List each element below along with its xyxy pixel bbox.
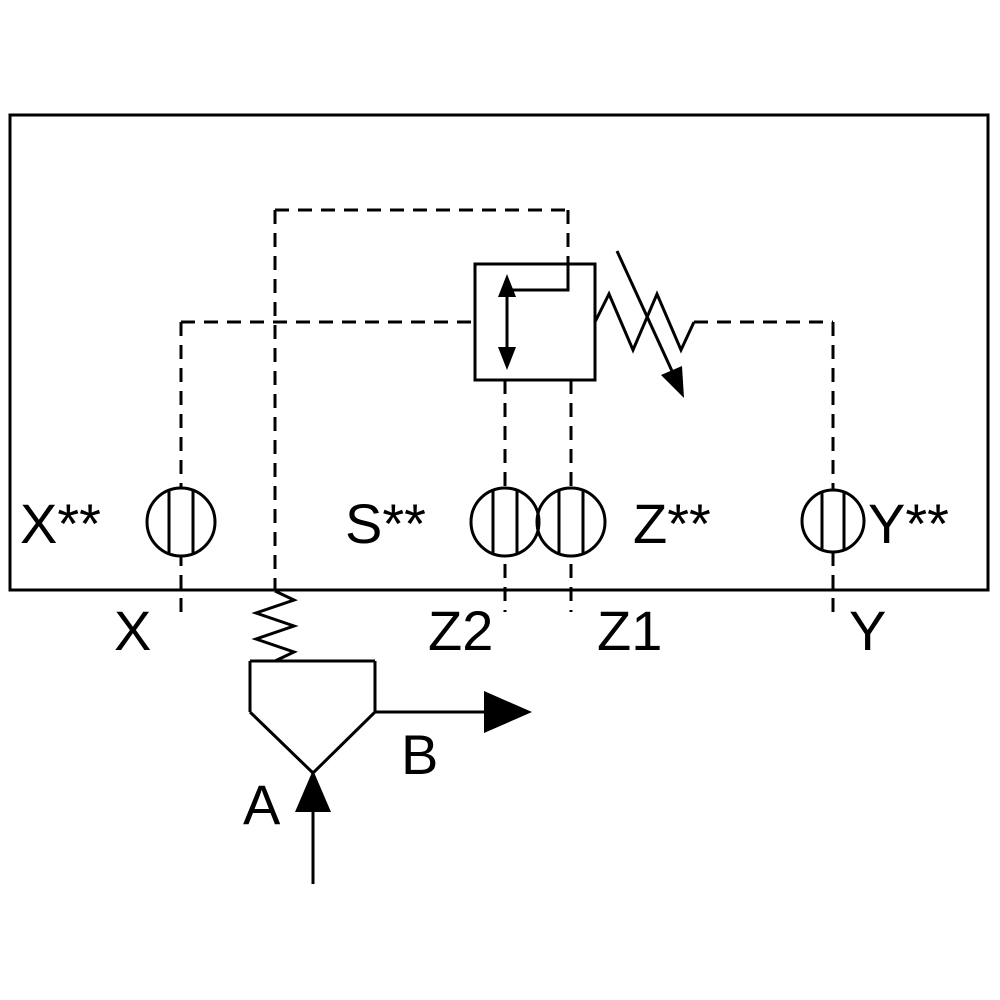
orifice-z2-circle [469,486,541,558]
label-orifice-y: Y** [868,492,949,555]
labels: X** S** Z** Y** X Z2 Z1 Y B A [20,492,949,836]
orifice-z1-circle [535,486,607,558]
orifice-x-circle [145,486,217,558]
label-port-z2: Z2 [428,599,493,662]
port-b-flow-arrow [375,691,532,733]
label-port-b: B [401,723,438,786]
relief-valve-arrowhead-down [498,347,516,370]
relief-valve-internal-passage [507,265,570,292]
label-port-y: Y [849,599,886,662]
label-port-a: A [243,773,281,836]
relief-valve-arrowhead-up [498,274,516,297]
label-orifice-z: Z** [633,492,711,555]
port-a-arrowhead [295,770,331,812]
port-b-arrowhead [484,691,532,733]
orifice-y-circle [800,488,866,554]
poppet-cone [248,710,377,776]
label-orifice-x: X** [20,492,101,555]
label-port-z1: Z1 [597,599,662,662]
orifice-z2-z1-symbol [469,486,607,558]
pilot-relief-valve-symbol [473,250,696,398]
orifice-z2-fill [471,488,539,556]
adjustment-arrow-shaft [615,250,674,372]
port-a-flow-arrow [295,770,331,884]
orifice-x-symbol [145,486,217,558]
label-port-x: X [114,599,151,662]
relief-valve-box [473,262,597,382]
housing-outline [8,113,990,592]
orifice-y-symbol [800,488,866,554]
main-valve-spring [251,589,299,663]
orifice-x-fill [147,488,215,556]
main-poppet-valve-symbol [248,589,377,776]
relief-valve-spring [593,290,696,354]
adjustment-arrowhead [661,366,684,398]
orifice-z1-fill [537,488,605,556]
orifice-y-fill [802,490,864,552]
label-orifice-s: S** [345,492,426,555]
